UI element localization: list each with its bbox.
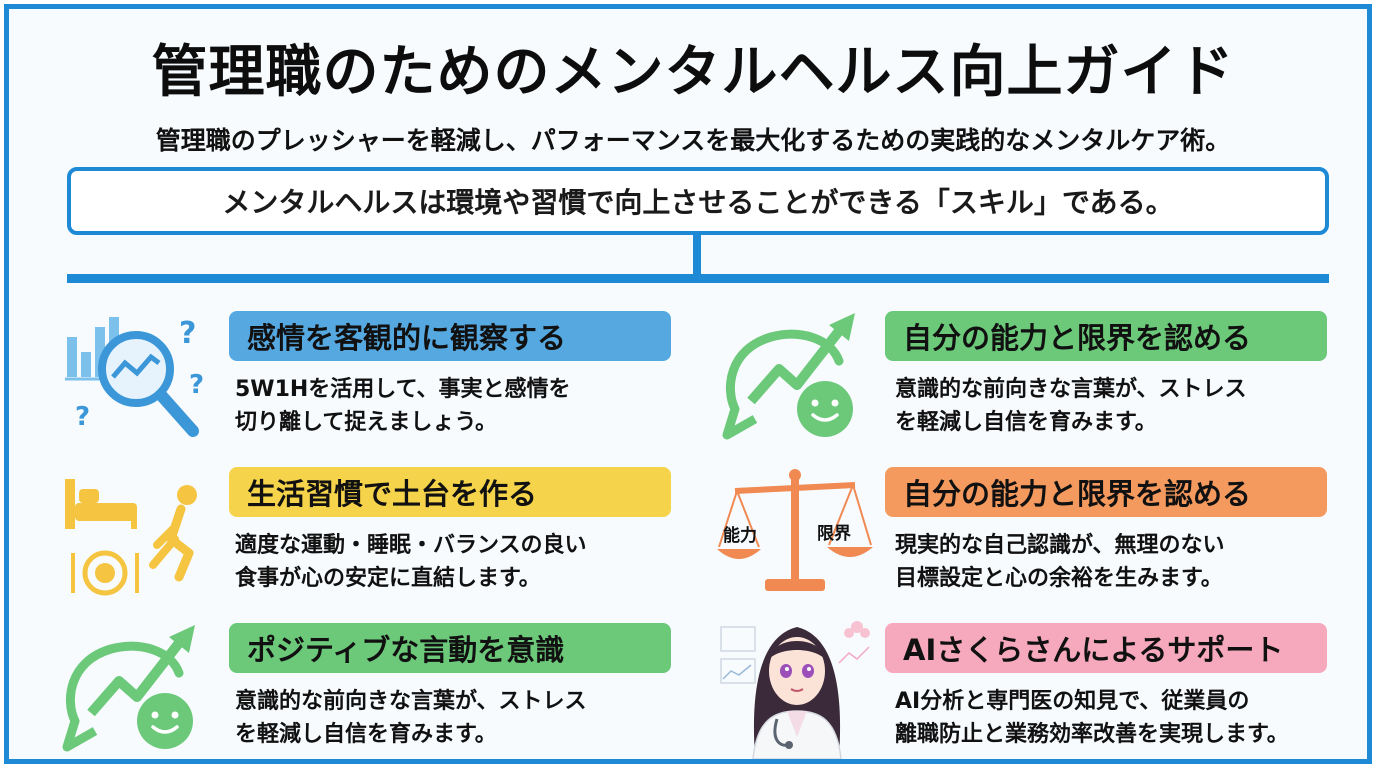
card-title-accept-limits-2: 自分の能力と限界を認める <box>885 467 1327 517</box>
card-desc-accept-limits-2b: 目標設定と心の余裕を生みます。 <box>895 566 1223 591</box>
balance-scale-icon <box>715 465 875 601</box>
positive-speech-icon <box>61 621 211 761</box>
divider-bar <box>67 274 1329 283</box>
key-message-text: メンタルヘルスは環境や習慣で向上させることができる「スキル」である。 <box>222 186 1174 219</box>
card-desc-lifestyle-2: 食事が心の安定に直結します。 <box>235 566 541 591</box>
card-desc-ai-support-1: AI分析と専門医の知見で、従業員の <box>895 689 1250 714</box>
page-title: 管理職のためのメンタルヘルス向上ガイド <box>151 40 1235 105</box>
scale-label-limit: 限界 <box>817 524 851 544</box>
card-title-positive: ポジティブな言動を意識 <box>229 623 671 673</box>
card-title-observe-emotion: 感情を客観的に観察する <box>229 311 671 361</box>
infographic-frame: 管理職のためのメンタルヘルス向上ガイド 管理職のプレッシャーを軽減し、パフォーマ… <box>4 4 1372 764</box>
magnifier-chart-icon: ? ? ? <box>61 307 211 447</box>
page-subtitle: 管理職のプレッシャーを軽減し、パフォーマンスを最大化するための実践的なメンタルケ… <box>155 126 1231 155</box>
card-title-accept-limits-1: 自分の能力と限界を認める <box>885 311 1327 361</box>
svg-text:?: ? <box>179 316 196 351</box>
card-desc-positive-2: を軽減し自信を育みます。 <box>235 722 497 747</box>
positive-speech-icon-right <box>721 309 871 449</box>
card-desc-accept-limits-1a: 意識的な前向きな言葉が、ストレス <box>895 377 1247 402</box>
card-title-ai-support: AIさくらさんによるサポート <box>885 623 1327 673</box>
card-desc-lifestyle-1: 適度な運動・睡眠・バランスの良い <box>235 533 587 558</box>
card-desc-accept-limits-1b: を軽減し自信を育みます。 <box>895 410 1157 435</box>
svg-text:?: ? <box>75 402 90 432</box>
card-desc-observe-emotion-2: 切り離して捉えましょう。 <box>235 410 498 435</box>
lifestyle-icon <box>61 469 211 599</box>
key-message-box: メンタルヘルスは環境や習慣で向上させることができる「スキル」である。 <box>67 167 1329 235</box>
card-desc-observe-emotion-1: 5W1Hを活用して、事実と感情を <box>235 377 571 402</box>
card-title-lifestyle: 生活習慣で土台を作る <box>229 467 671 517</box>
ai-doctor-avatar-icon <box>717 607 877 760</box>
card-desc-ai-support-2: 離職防止と業務効率改善を実現します。 <box>895 722 1289 747</box>
card-desc-accept-limits-2a: 現実的な自己認識が、無理のない <box>895 533 1225 558</box>
scale-label-ability: 能力 <box>723 526 757 546</box>
svg-text:?: ? <box>189 370 204 400</box>
connector-line <box>693 235 701 277</box>
card-desc-positive-1: 意識的な前向きな言葉が、ストレス <box>235 689 587 714</box>
